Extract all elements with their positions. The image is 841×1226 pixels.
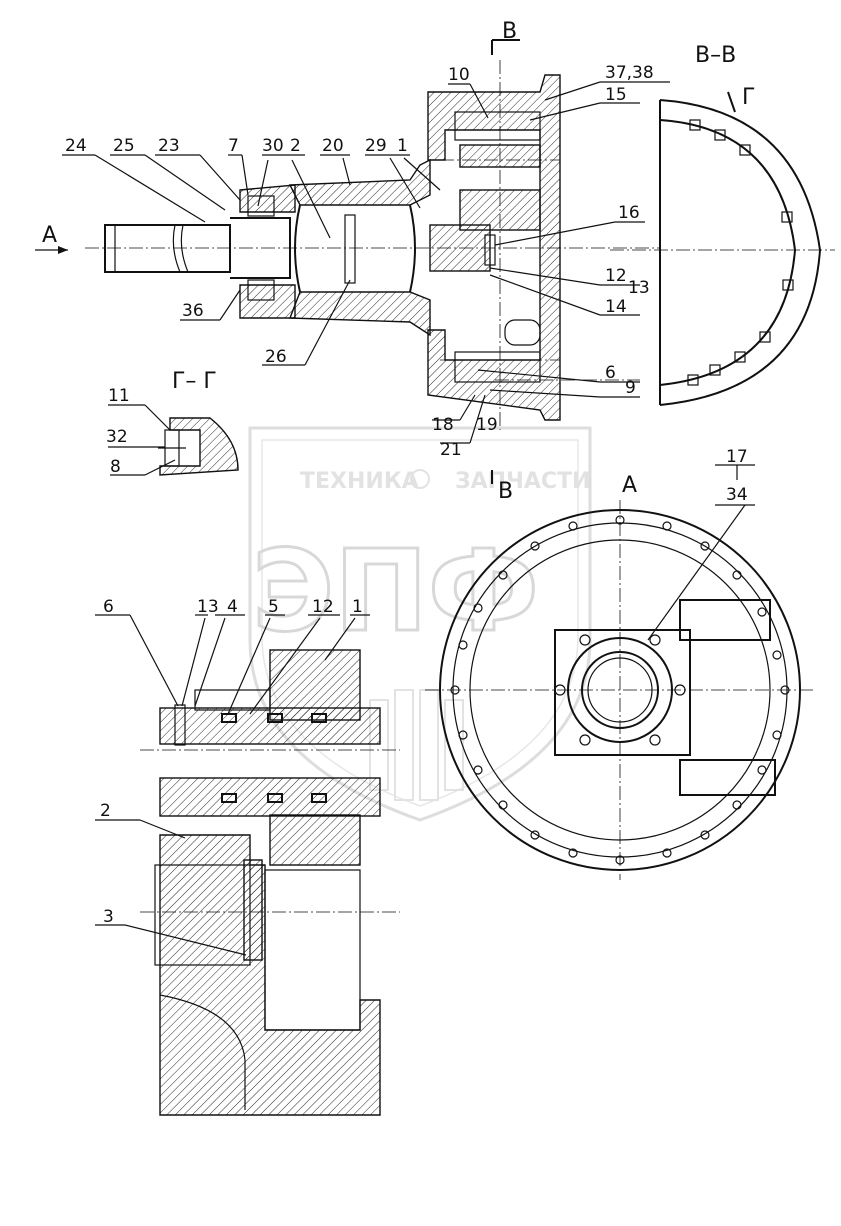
callout-bottom-13: 13: [197, 597, 219, 617]
callout-7: 7: [228, 136, 239, 156]
callout-16: 16: [618, 203, 640, 223]
watermark-text-2: ЗАПЧАСТИ: [455, 469, 590, 494]
callout-1: 1: [397, 136, 408, 156]
section-bb-view: В–В Г: [610, 43, 835, 406]
callout-2: 2: [290, 136, 301, 156]
callout-17: 17: [726, 447, 748, 467]
watermark: ТЕХНИКА ЗАПЧАСТИ ЭПФ: [248, 426, 592, 822]
callout-26: 26: [265, 347, 287, 367]
callout-29: 29: [365, 136, 387, 156]
callout-bottom-4: 4: [227, 597, 238, 617]
callout-bottom-12: 12: [312, 597, 334, 617]
callout-34: 34: [726, 485, 748, 505]
callout-30: 30: [262, 136, 284, 156]
callout-23: 23: [158, 136, 180, 156]
callout-24: 24: [65, 136, 87, 156]
view-a-flange: А: [425, 473, 815, 880]
callout-25: 25: [113, 136, 135, 156]
section-bb-title: В–В: [695, 43, 736, 68]
callout-37-38: 37,38: [605, 63, 654, 83]
callouts-bottom: 6 13 4 5 12 1 2 3: [100, 597, 363, 927]
callouts-top: 10 37,38 15 24 25 23 7 30 2 20 29 1 16 1…: [65, 63, 654, 460]
section-marker-b: В: [502, 19, 517, 44]
callout-bottom-1: 1: [352, 597, 363, 617]
callouts-gg: 11 32 8: [106, 386, 130, 477]
view-a-title: А: [622, 473, 637, 498]
watermark-text-1: ТЕХНИКА: [300, 469, 419, 494]
callout-18: 18: [432, 415, 454, 435]
callout-15: 15: [605, 85, 627, 105]
main-section-view: [85, 60, 660, 430]
gear-detail-section: [140, 649, 400, 1116]
section-marker-b-bottom: В: [498, 479, 513, 504]
callout-13: 13: [628, 278, 650, 298]
callout-11: 11: [108, 386, 130, 406]
callout-bottom-6: 6: [103, 597, 114, 617]
callout-19: 19: [476, 415, 498, 435]
callout-20: 20: [322, 136, 344, 156]
callout-9: 9: [625, 378, 636, 398]
gear-icon: [410, 469, 430, 489]
view-a-arrow: А: [35, 223, 68, 254]
section-b-marker: В В: [491, 19, 520, 504]
callout-14: 14: [605, 297, 627, 317]
watermark-logo: ЭПФ: [252, 527, 539, 657]
callout-36: 36: [182, 301, 204, 321]
view-g-marker: Г: [742, 85, 755, 110]
callout-21: 21: [440, 440, 462, 460]
callout-6: 6: [605, 363, 616, 383]
callout-bottom-2: 2: [100, 801, 111, 821]
callout-10: 10: [448, 65, 470, 85]
section-gg-title: Г– Г: [172, 369, 217, 394]
callout-12: 12: [605, 266, 627, 286]
view-a-arrow-label: А: [42, 223, 57, 248]
callout-8: 8: [110, 457, 121, 477]
callout-bottom-5: 5: [268, 597, 279, 617]
section-gg-view: Г– Г: [158, 369, 239, 476]
leader-lines: [62, 81, 755, 956]
callout-bottom-3: 3: [103, 907, 114, 927]
callouts-view-a: 17 34: [726, 447, 748, 505]
callout-32: 32: [106, 427, 128, 447]
